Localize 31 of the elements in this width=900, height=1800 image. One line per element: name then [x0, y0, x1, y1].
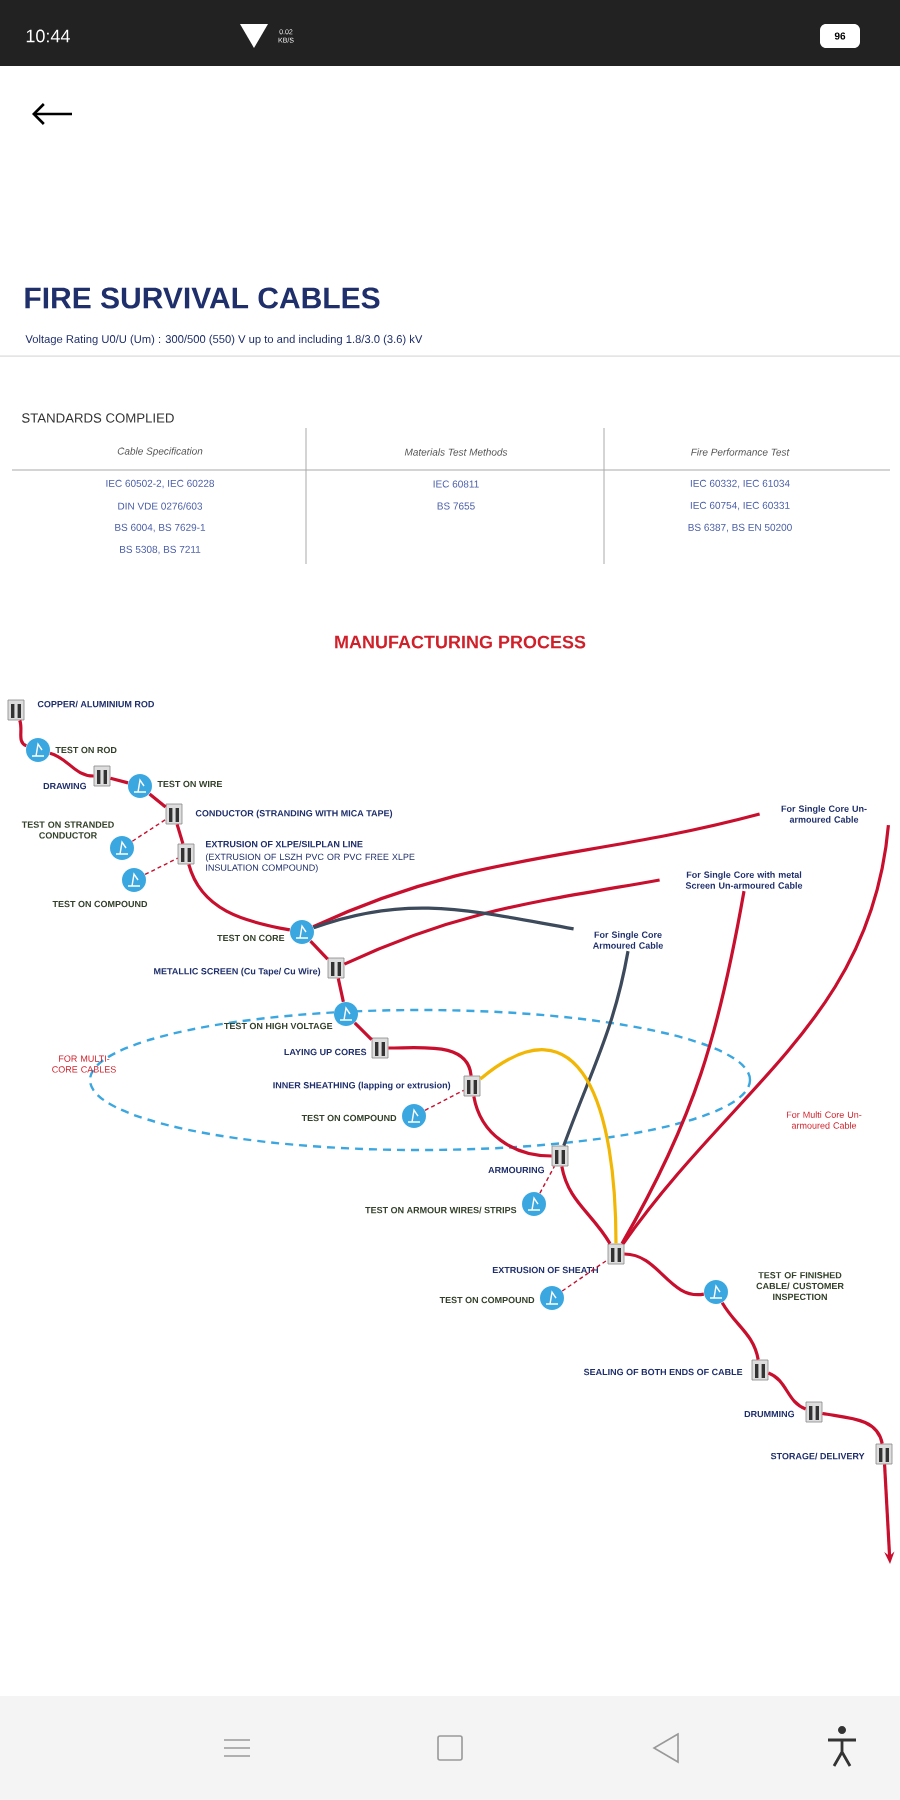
connector: [148, 792, 167, 809]
connector: [624, 1252, 704, 1297]
connector: [424, 1089, 465, 1111]
connector: [309, 939, 329, 961]
connector: [539, 1165, 556, 1194]
connector: [353, 1021, 373, 1041]
connector: [49, 751, 94, 778]
connector: [767, 1371, 807, 1411]
connector: [313, 906, 574, 931]
connector: [720, 1301, 760, 1360]
connector: [110, 776, 129, 785]
title: FIRE SURVIVAL CABLES: [25, 287, 380, 309]
connector: [620, 890, 746, 1245]
connector: [822, 1411, 884, 1445]
connector: [187, 863, 291, 932]
section-heading: MANUFACTURING PROCESS: [335, 635, 586, 649]
connector: [343, 878, 660, 966]
connector: [561, 1259, 609, 1292]
connector: [560, 1166, 612, 1245]
connector: [472, 1096, 552, 1158]
connector: [131, 818, 167, 842]
connector: [388, 1045, 473, 1076]
clock-text: 10:44: [26, 29, 70, 43]
connector: [18, 720, 28, 748]
connector: [479, 1048, 618, 1244]
connector: [562, 950, 630, 1147]
connector: [336, 978, 345, 1003]
connector: [622, 824, 890, 1245]
connector: [175, 823, 185, 845]
connector: [312, 812, 760, 929]
connector: [144, 857, 179, 876]
